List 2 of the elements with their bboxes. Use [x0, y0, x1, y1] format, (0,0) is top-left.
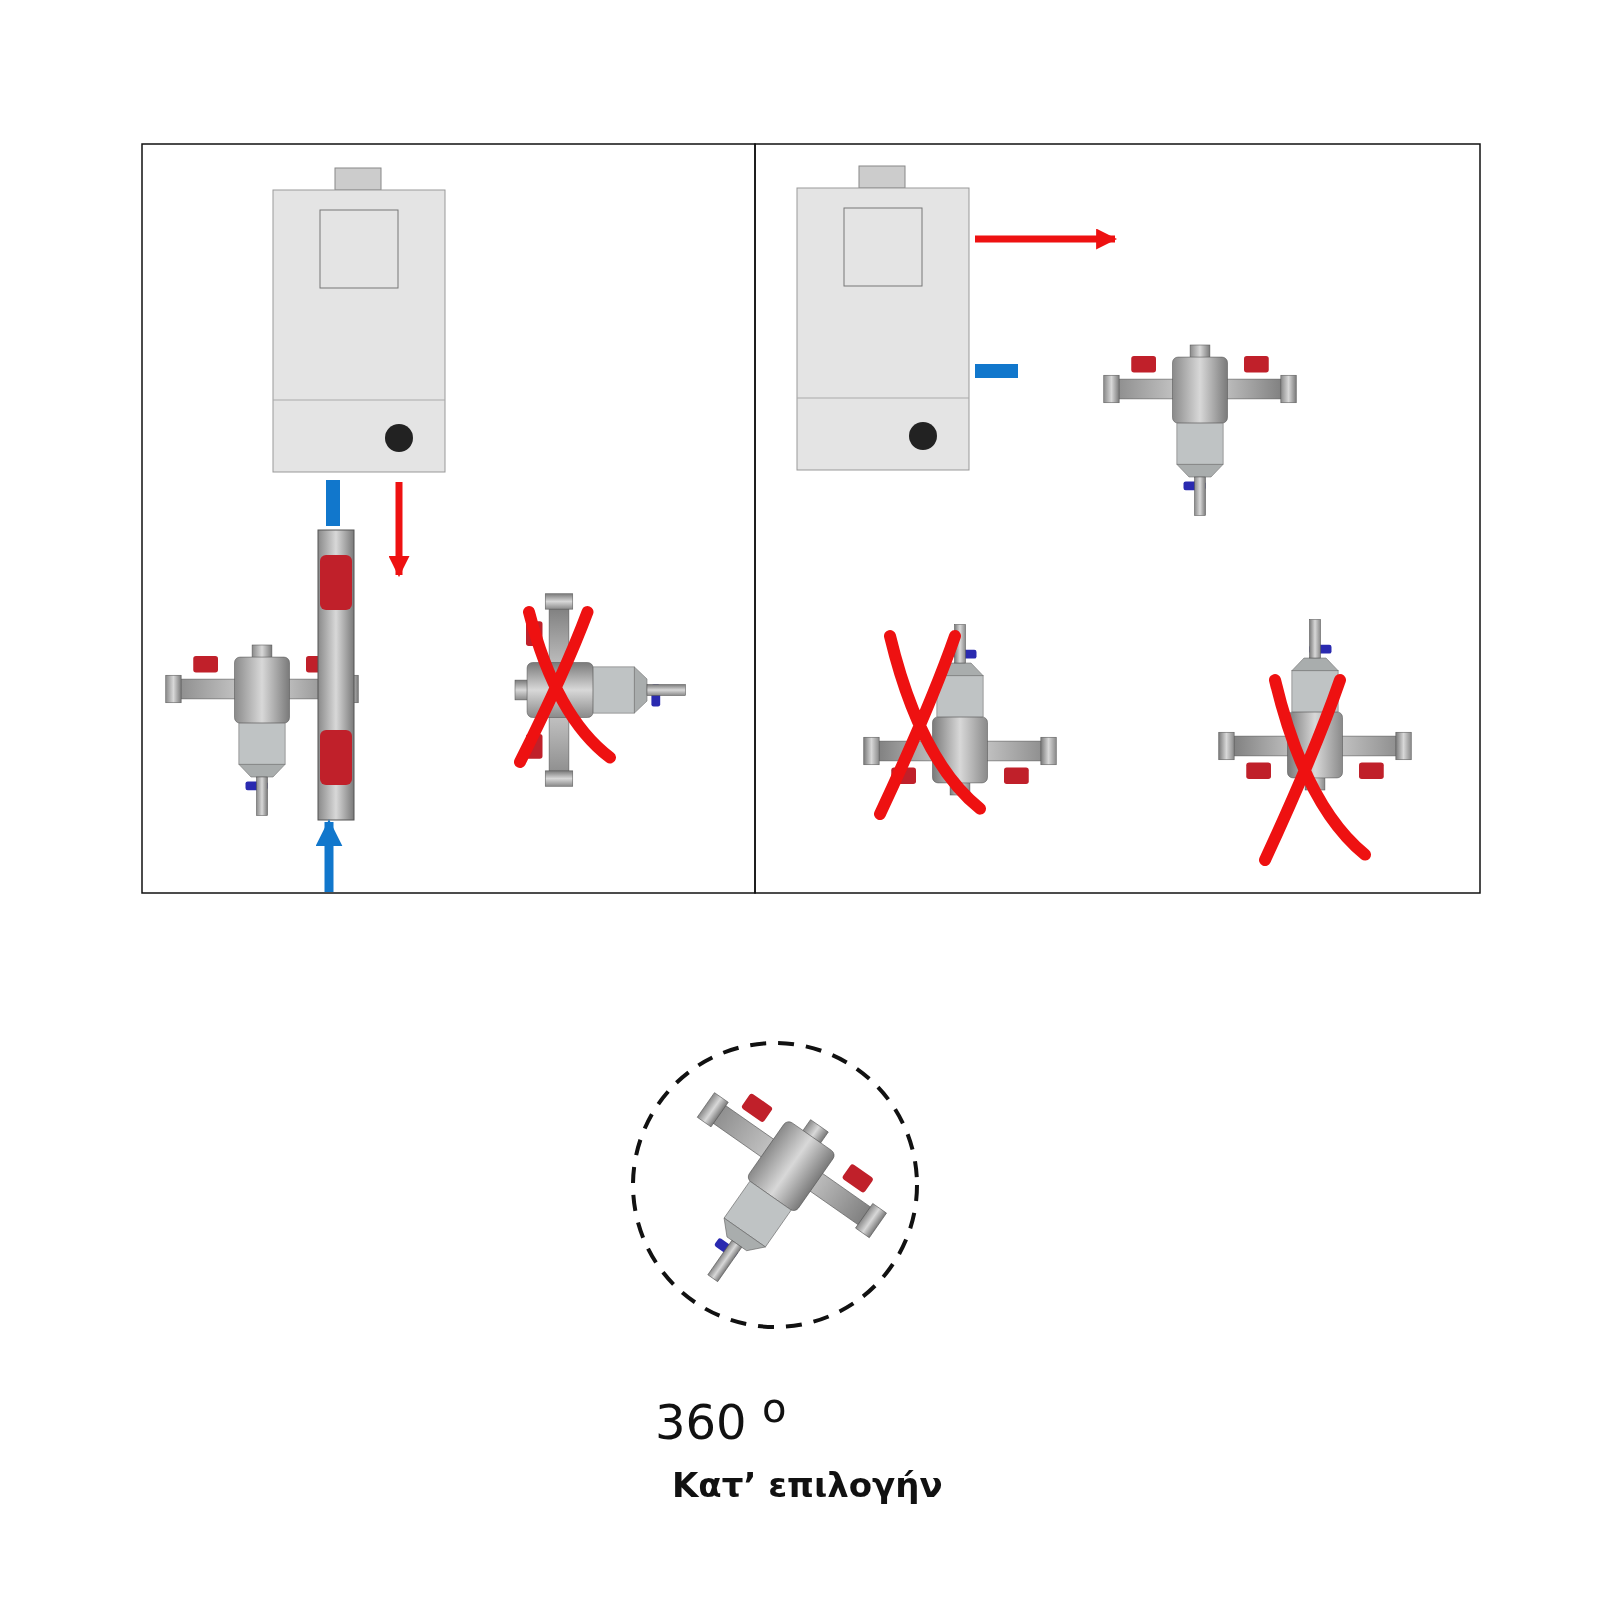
- angle-label: 360 $^{o}$: [655, 1385, 787, 1450]
- caption-text: Κατ’ επιλογήν: [672, 1465, 943, 1505]
